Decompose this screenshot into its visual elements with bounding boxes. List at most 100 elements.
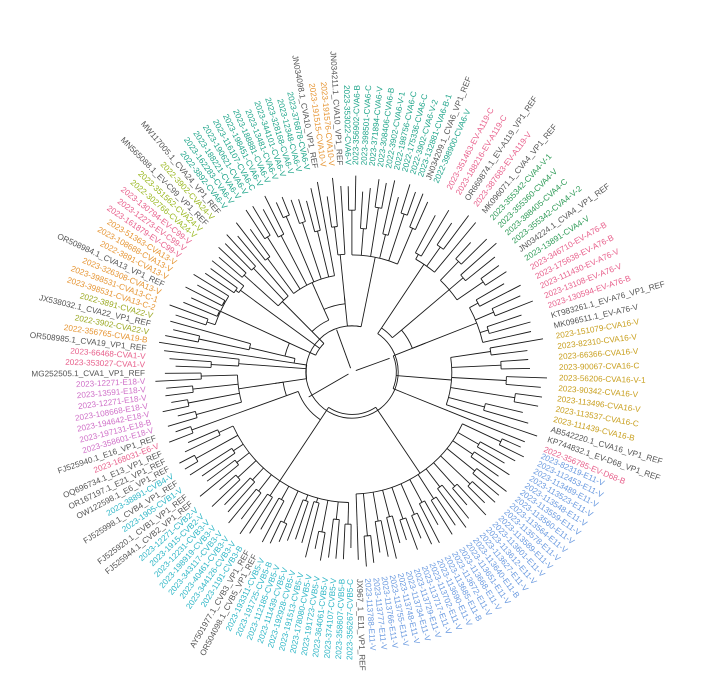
tree-branch (185, 435, 220, 452)
tree-branch (363, 493, 367, 535)
tree-branch (396, 376, 451, 380)
tree-branch (279, 524, 287, 542)
tree-branch (294, 363, 307, 365)
tree-branch (200, 465, 239, 497)
tree-branch (199, 339, 249, 350)
tree-branch (169, 433, 193, 442)
tree-branch (241, 493, 261, 519)
tree-branch (426, 469, 440, 487)
tree-branch (306, 503, 320, 557)
tree-branch (371, 536, 374, 563)
tree-branch (383, 490, 390, 517)
tree-branch (426, 323, 477, 343)
tree-branch-arc (249, 344, 251, 350)
tree-branch (236, 290, 239, 292)
tree-branch (506, 332, 531, 338)
tree-branch (270, 481, 280, 496)
tree-branch-arc (382, 328, 393, 338)
tree-branch (361, 192, 363, 229)
tree-branch (427, 247, 441, 266)
tree-branch (196, 402, 241, 414)
tree-branch (170, 359, 212, 362)
tree-branch (491, 351, 527, 355)
tree-branch (233, 278, 243, 286)
tree-branch (400, 520, 407, 540)
tree-branch-arc (239, 359, 240, 366)
tree-branch (471, 457, 499, 477)
tree-branch (375, 179, 379, 207)
tree-branch (322, 500, 328, 532)
tree-branch (456, 242, 471, 258)
tree-branch (312, 332, 324, 344)
tree-branch (373, 492, 378, 521)
tree-branch (309, 374, 349, 397)
tree-branch-arc (320, 344, 324, 349)
tree-branch (166, 386, 192, 388)
tree-branch (191, 298, 219, 311)
tree-branch (178, 411, 196, 416)
tree-branch (336, 502, 338, 520)
tree-branch (376, 407, 420, 473)
tree-branch (194, 274, 224, 292)
tree-branch-arc (285, 343, 290, 356)
tree-branch-arc (239, 286, 244, 293)
tree-branch (224, 293, 229, 296)
tree-branch (282, 197, 289, 215)
tree-branch (487, 315, 521, 327)
tree-branch (344, 296, 347, 326)
tree-branch (380, 235, 386, 259)
tree-branch (315, 531, 319, 549)
tree-branch (473, 473, 499, 495)
tree-branch (475, 312, 493, 320)
tree-branch (515, 394, 542, 398)
tree-branch (317, 182, 321, 206)
tree-branch (480, 330, 488, 333)
tree-branch (190, 448, 232, 475)
tree-branch (462, 424, 500, 442)
leaf-label: 2023-56206-CVA16-V-1 (559, 373, 646, 385)
tree-branch (219, 475, 235, 490)
tree-branch (401, 184, 410, 213)
tree-branch (275, 379, 307, 384)
tree-branch-arc (329, 407, 376, 414)
tree-branch (452, 378, 507, 381)
tree-branch-arc (278, 296, 288, 306)
tree-branch (461, 239, 486, 264)
tree-branch (336, 520, 339, 559)
tree-branch (415, 215, 435, 253)
tree-branch-arc (294, 359, 295, 364)
tree-branch (253, 468, 264, 480)
tree-branch (239, 383, 275, 388)
tree-branch (320, 533, 325, 561)
tree-branch (406, 518, 418, 550)
tree-branch (355, 176, 356, 211)
tree-branch (506, 384, 541, 387)
tree-branch (485, 272, 506, 286)
tree-branch (453, 223, 476, 251)
tree-branch (173, 330, 199, 336)
tree-branch (282, 302, 312, 332)
tree-branch (415, 202, 427, 230)
tree-branch (233, 444, 243, 451)
tree-branch (261, 498, 279, 529)
tree-branch (299, 199, 306, 221)
tree-branch (307, 201, 315, 232)
tree-branch (341, 186, 342, 208)
tree-branch (329, 519, 334, 558)
tree-branch (393, 389, 406, 394)
tree-branch (219, 257, 242, 277)
tree-branch (171, 400, 187, 403)
tree-branch (410, 194, 423, 227)
tree-branch (383, 180, 395, 234)
tree-branch (401, 484, 414, 515)
tree-branch (240, 494, 268, 534)
tree-branch (441, 456, 471, 484)
leaf-label: 2023-90067-CVA16-C (559, 361, 640, 372)
tree-branch (318, 231, 329, 277)
tree-branch (361, 229, 363, 256)
tree-branch (382, 264, 425, 328)
tree-branch (335, 227, 338, 255)
tree-branch (239, 364, 307, 369)
